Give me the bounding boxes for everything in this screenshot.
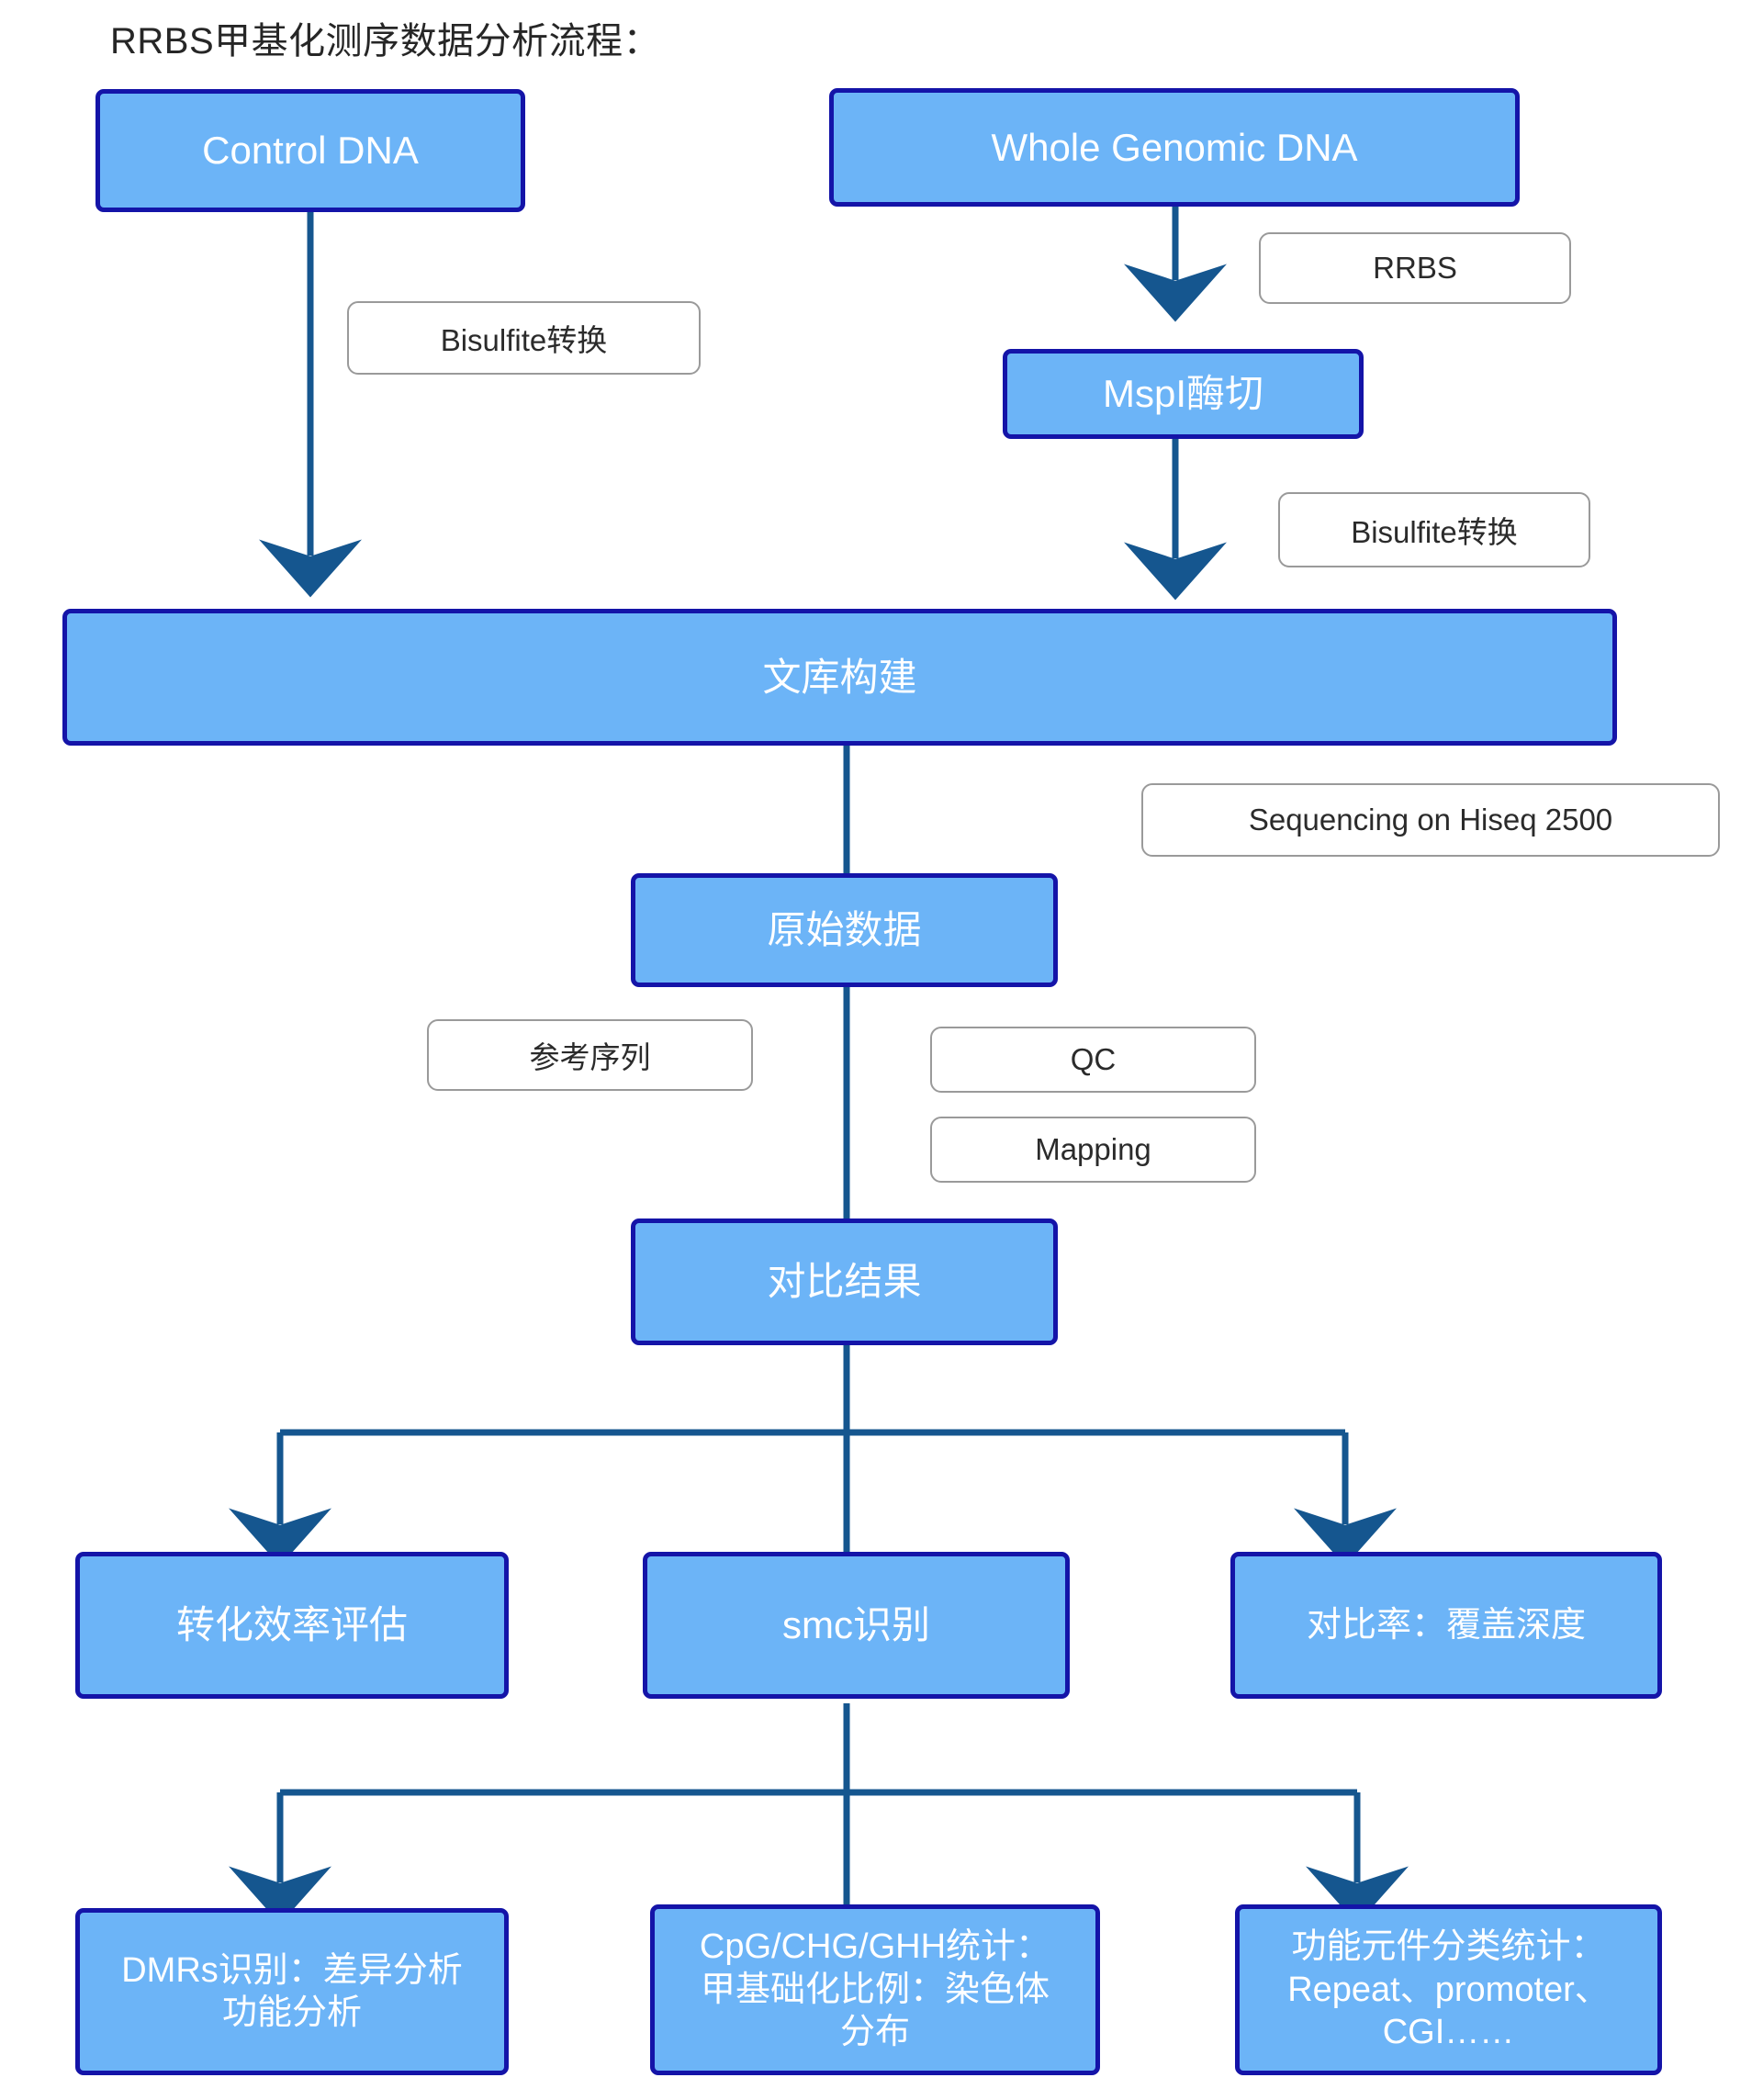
node-library-construction[interactable]: 文库构建 [62,609,1617,746]
node-dmrs-identification-line1: DMRs识别：差异分析 [121,1950,463,1990]
node-dmrs-identification-line2: 功能分析 [221,1993,362,2032]
node-cpg-statistics-line3: 分布 [839,2013,910,2052]
node-functional-element-statistics-text: 功能元件分类统计： Repeat、promoter、 CGI…… [1287,1926,1610,2053]
diagram-title: RRBS甲基化测序数据分析流程： [110,21,661,62]
node-mspi-digest-label: MspI酶切 [1102,372,1263,416]
tag-qc[interactable]: QC [930,1027,1256,1093]
tag-sequencing[interactable]: Sequencing on Hiseq 2500 [1141,783,1720,857]
node-library-construction-label: 文库构建 [762,655,917,699]
node-cpg-statistics-line1: CpG/CHG/GHH统计： [699,1927,1051,1967]
tag-sequencing-label: Sequencing on Hiseq 2500 [1248,803,1613,837]
node-cpg-statistics-text: CpG/CHG/GHH统计： 甲基础化比例：染色体 分布 [700,1926,1050,2053]
node-alignment-result-label: 对比结果 [767,1260,922,1304]
node-mapping-rate-depth-label: 对比率：覆盖深度 [1306,1605,1586,1645]
tag-reference-sequence-label: 参考序列 [529,1040,651,1074]
node-mspi-digest[interactable]: MspI酶切 [1003,349,1364,439]
tag-reference-sequence[interactable]: 参考序列 [427,1019,753,1091]
tag-bisulfite-left-label: Bisulfite转换 [440,323,608,357]
tag-mapping[interactable]: Mapping [930,1117,1256,1183]
node-raw-data[interactable]: 原始数据 [631,873,1058,987]
node-alignment-result[interactable]: 对比结果 [631,1218,1058,1345]
node-smc-identification[interactable]: smc识别 [643,1552,1070,1699]
node-raw-data-label: 原始数据 [767,908,922,952]
tag-bisulfite-left[interactable]: Bisulfite转换 [347,301,701,375]
node-smc-identification-label: smc识别 [782,1603,930,1647]
node-conversion-efficiency-label: 转化效率评估 [175,1603,408,1647]
node-functional-element-statistics-line3: CGI…… [1382,2013,1515,2052]
node-cpg-statistics-line2: 甲基础化比例：染色体 [700,1970,1050,2009]
tag-rrbs-label: RRBS [1373,251,1457,285]
node-functional-element-statistics[interactable]: 功能元件分类统计： Repeat、promoter、 CGI…… [1235,1904,1662,2075]
tag-bisulfite-right[interactable]: Bisulfite转换 [1278,492,1590,567]
node-whole-genomic-dna-label: Whole Genomic DNA [991,125,1358,169]
node-conversion-efficiency[interactable]: 转化效率评估 [75,1552,509,1699]
node-mapping-rate-depth[interactable]: 对比率：覆盖深度 [1230,1552,1662,1699]
node-dmrs-identification[interactable]: DMRs识别：差异分析 功能分析 [75,1908,509,2075]
node-whole-genomic-dna[interactable]: Whole Genomic DNA [829,88,1520,207]
tag-bisulfite-right-label: Bisulfite转换 [1351,515,1518,549]
node-control-dna-label: Control DNA [202,129,419,173]
node-cpg-statistics[interactable]: CpG/CHG/GHH统计： 甲基础化比例：染色体 分布 [650,1904,1100,2075]
tag-mapping-label: Mapping [1035,1132,1151,1166]
node-dmrs-identification-text: DMRs识别：差异分析 功能分析 [121,1949,463,2035]
tag-rrbs[interactable]: RRBS [1259,232,1571,304]
node-functional-element-statistics-line1: 功能元件分类统计： [1291,1927,1606,1967]
node-functional-element-statistics-line2: Repeat、promoter、 [1287,1970,1610,2009]
tag-qc-label: QC [1070,1042,1117,1076]
node-control-dna[interactable]: Control DNA [95,89,525,212]
